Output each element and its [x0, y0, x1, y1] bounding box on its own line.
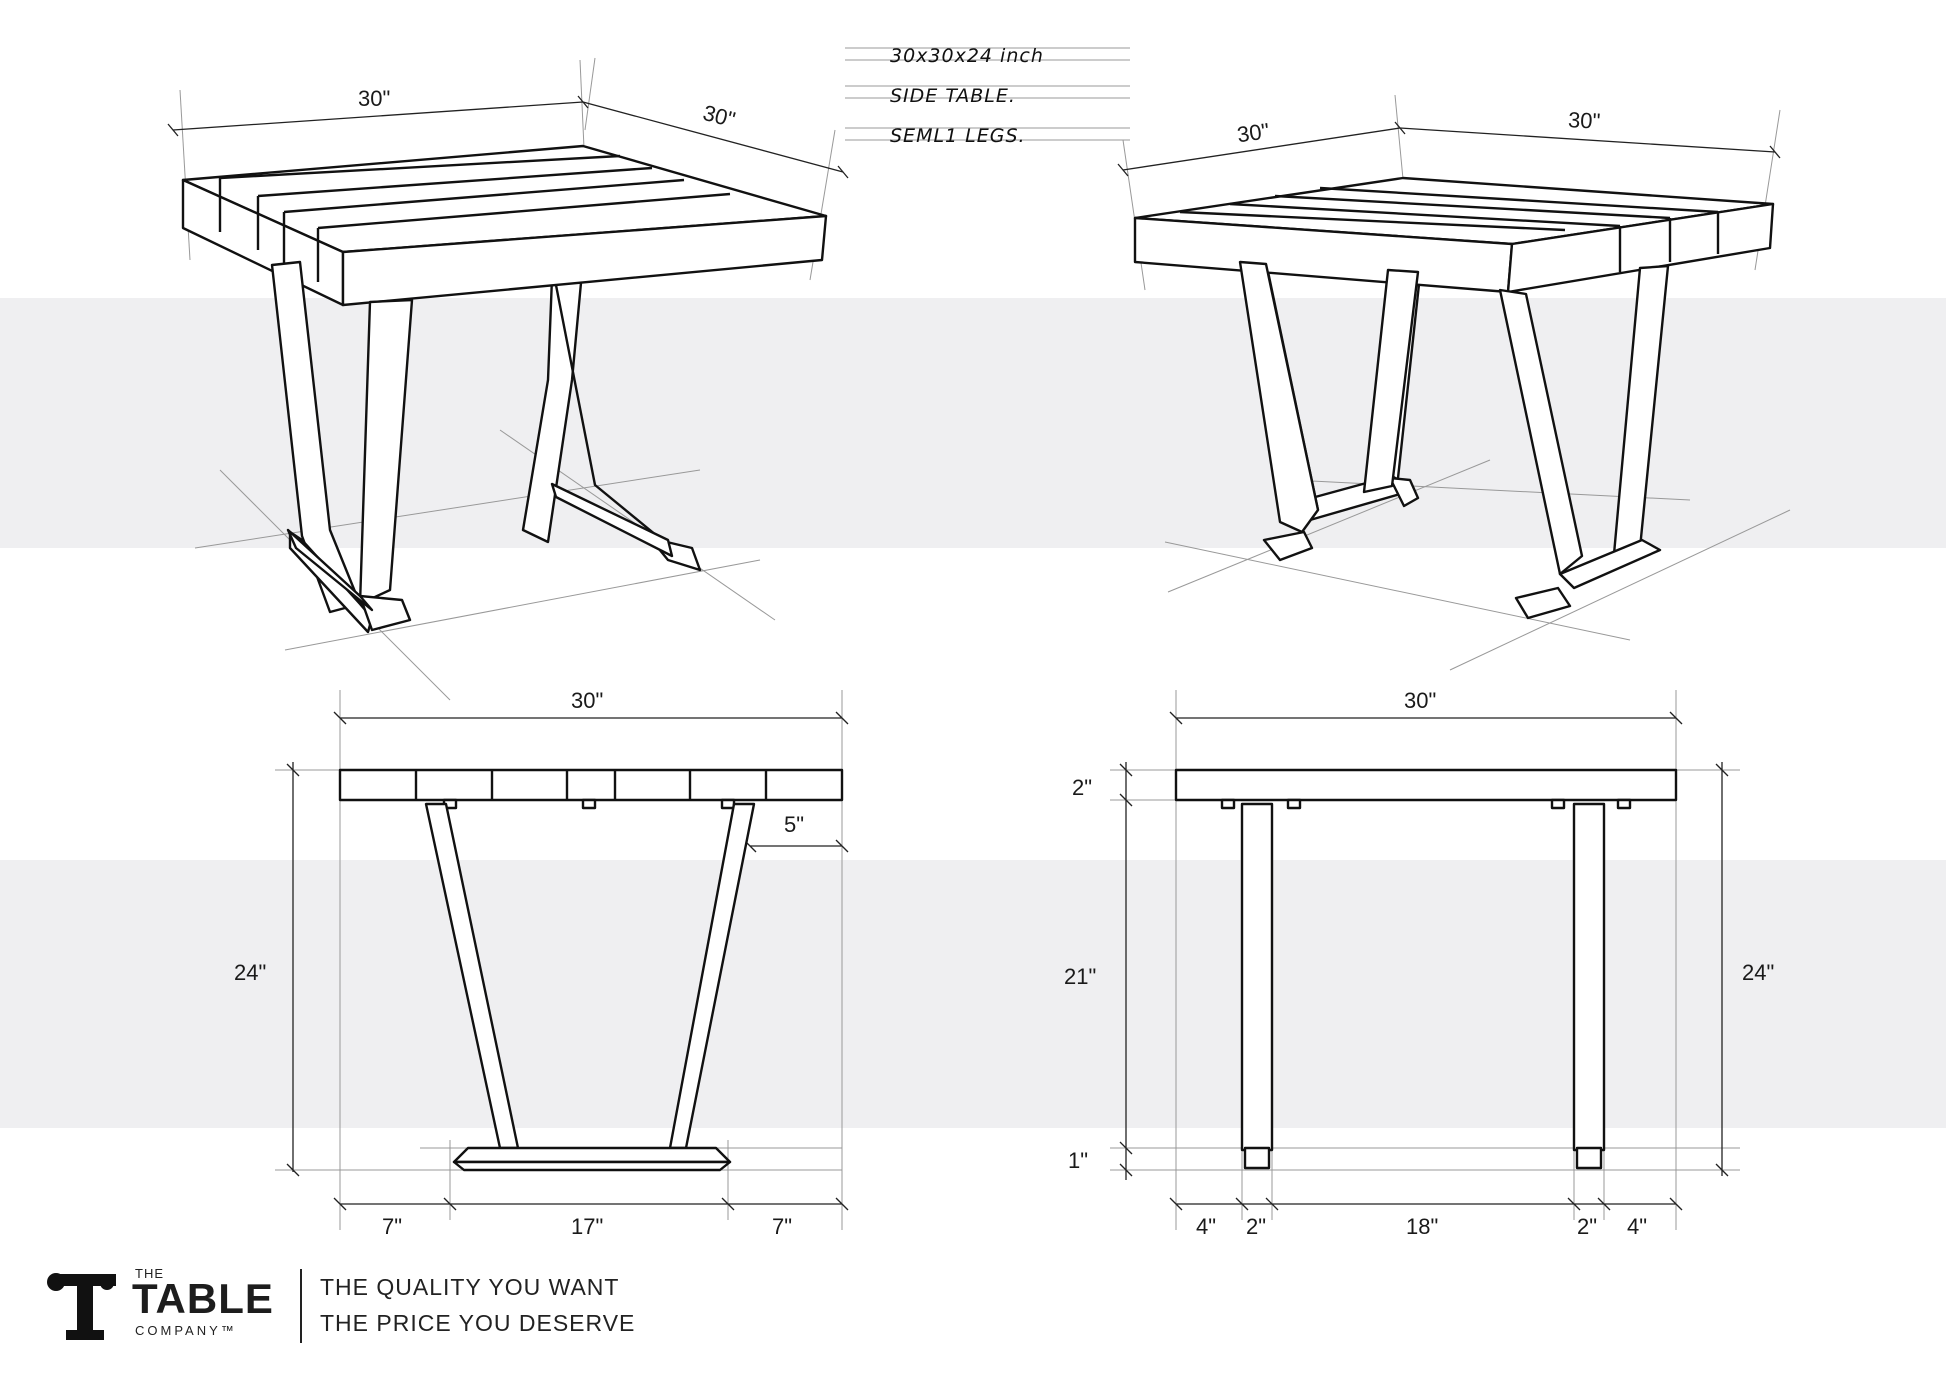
front-leg-height-label: 21"	[1064, 964, 1096, 989]
side-height-label: 24"	[234, 960, 266, 985]
side-offset-label: 5"	[784, 812, 804, 837]
front-edge-right-label: 4"	[1627, 1214, 1647, 1239]
brand-company: COMPANY™	[135, 1323, 237, 1338]
side-top-width-label: 30"	[571, 688, 603, 713]
front-view: 30" 2" 21" 1" 24" 4" 2" 18" 2" 4"	[1064, 688, 1774, 1239]
front-gap-label: 18"	[1406, 1214, 1438, 1239]
iso-left-depth-label: 30"	[700, 100, 738, 133]
side-foot-left-label: 7"	[382, 1214, 402, 1239]
brand-divider	[300, 1269, 302, 1343]
brand-name: TABLE	[132, 1275, 274, 1322]
note-size: 30x30x24 inch	[890, 45, 1044, 67]
front-top-thickness-label: 2"	[1072, 775, 1092, 800]
brand-logo: THE TABLE COMPANY™ THE QUALITY YOU WANT …	[44, 1262, 644, 1343]
iso-view-left: 30" 30"	[167, 57, 849, 701]
front-total-height-label: 24"	[1742, 960, 1774, 985]
note-type: SIDE TABLE.	[890, 85, 1016, 107]
iso-right-depth-label: 30"	[1567, 107, 1601, 134]
notes-block: 30x30x24 inch SIDE TABLE. SEML1 LEGS.	[845, 45, 1130, 147]
front-foot-height-label: 1"	[1068, 1148, 1088, 1173]
side-view: 30" 24" 5" 7" 17" 7"	[234, 688, 849, 1239]
front-top-width-label: 30"	[1404, 688, 1436, 713]
note-legs: SEML1 LEGS.	[890, 125, 1026, 147]
front-edge-left-label: 4"	[1196, 1214, 1216, 1239]
table-logo-icon	[47, 1273, 116, 1340]
side-foot-right-label: 7"	[772, 1214, 792, 1239]
iso-right-width-label: 30"	[1236, 118, 1271, 147]
brand-the: THE	[135, 1266, 164, 1281]
iso-view-right: 30" 30"	[1117, 94, 1791, 671]
tagline-1: THE QUALITY YOU WANT	[320, 1274, 620, 1300]
background-band-bottom	[0, 860, 1946, 1128]
front-leg-right-label: 2"	[1577, 1214, 1597, 1239]
side-foot-center-label: 17"	[571, 1214, 603, 1239]
iso-left-width-label: 30"	[358, 86, 390, 111]
tagline-2: THE PRICE YOU DESERVE	[320, 1310, 636, 1336]
front-leg-left-label: 2"	[1246, 1214, 1266, 1239]
